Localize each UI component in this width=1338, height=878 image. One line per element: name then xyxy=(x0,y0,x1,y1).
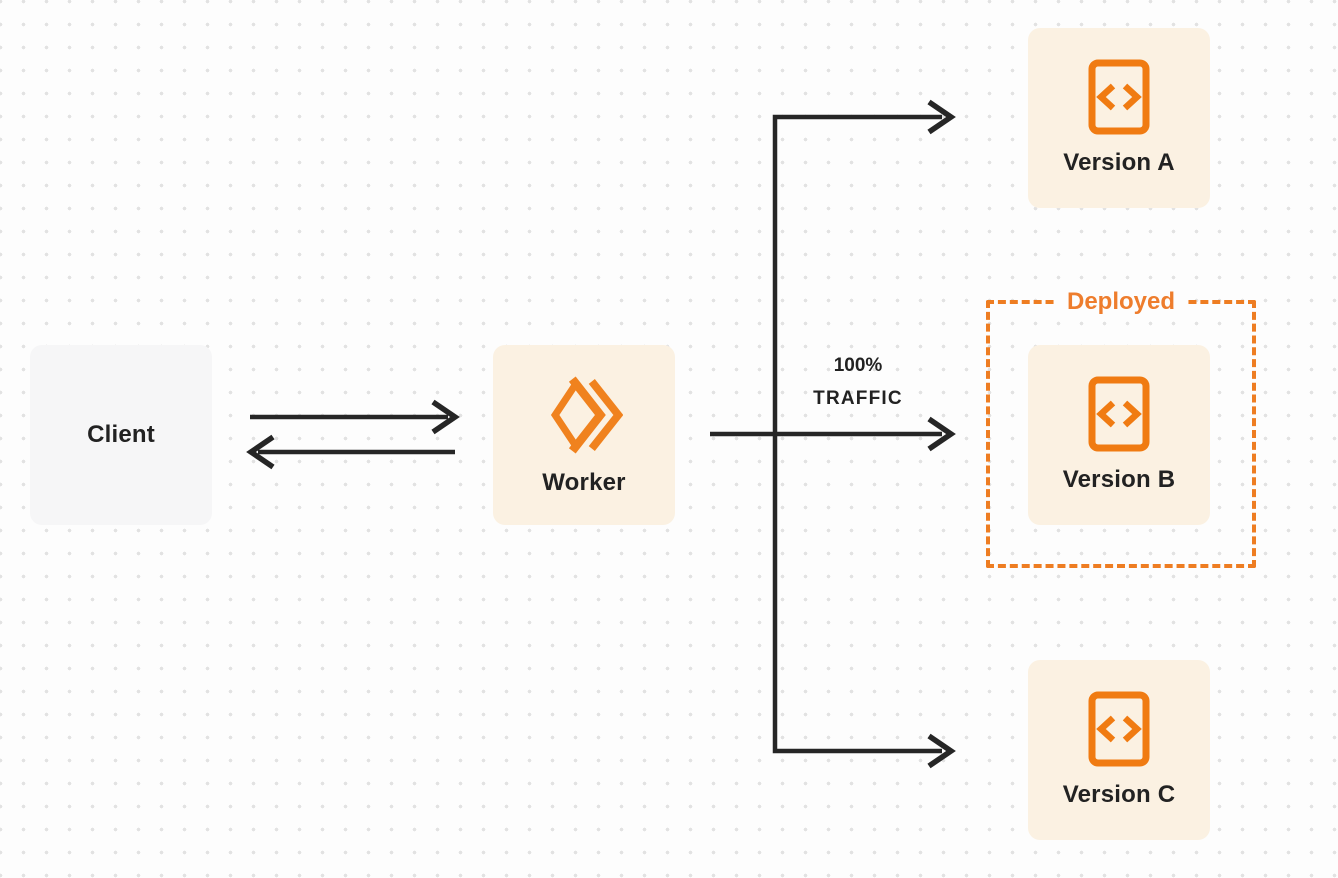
client-label: Client xyxy=(87,421,155,448)
traffic-word: TRAFFIC xyxy=(813,388,903,409)
version-b-label: Version B xyxy=(1062,466,1176,493)
version-a-label: Version A xyxy=(1063,149,1175,176)
worker-logo-icon xyxy=(545,373,623,457)
worker-node: Worker xyxy=(493,345,675,525)
arrowhead-right-icon xyxy=(927,733,956,769)
deployed-label: Deployed xyxy=(1054,287,1188,317)
traffic-annotation: 100% TRAFFIC xyxy=(788,349,928,415)
client-node: Client xyxy=(30,345,212,525)
worker-label: Worker xyxy=(542,469,626,496)
arrowhead-right-icon xyxy=(431,399,460,435)
arrowhead-left-icon xyxy=(246,434,275,470)
version-a-node: Version A xyxy=(1028,28,1210,208)
arrowhead-right-icon xyxy=(927,99,956,135)
traffic-percent: 100% xyxy=(833,355,883,376)
code-file-icon xyxy=(1088,376,1150,452)
version-b-node: Version B xyxy=(1028,345,1210,525)
version-c-label: Version C xyxy=(1062,781,1176,808)
deployed-region: Deployed xyxy=(986,287,1256,568)
code-file-icon xyxy=(1088,59,1150,135)
version-c-node: Version C xyxy=(1028,660,1210,840)
arrowhead-right-icon xyxy=(927,416,956,452)
edge-branch-trunk xyxy=(772,114,942,754)
code-file-icon xyxy=(1088,691,1150,767)
